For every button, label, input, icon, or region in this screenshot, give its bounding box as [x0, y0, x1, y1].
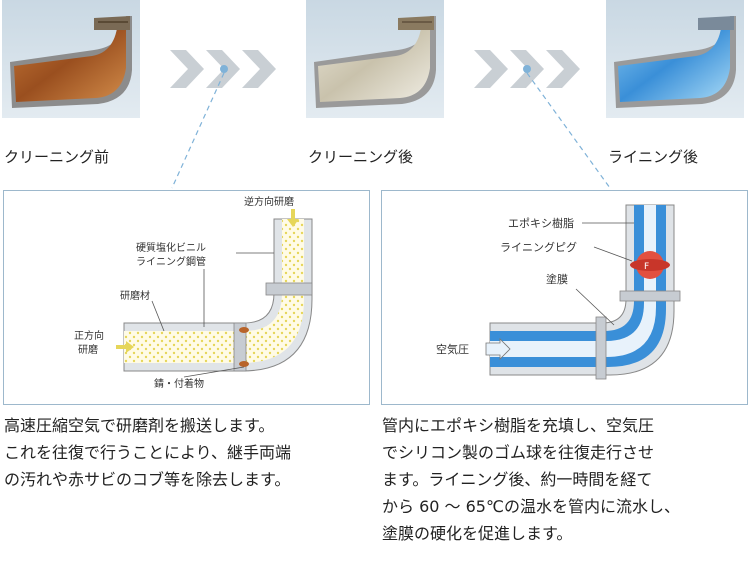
photo-after-lining	[606, 0, 744, 118]
lining-description-line: から 60 ～ 65℃の温水を管内に流水し、	[382, 497, 680, 516]
lining-description: 管内にエポキシ樹脂を充填し、空気圧 でシリコン製のゴム球を往復走行させ ます。ラ…	[382, 412, 680, 547]
label-lining-pig: ライニングピグ	[500, 240, 577, 254]
label-epoxy: エポキシ樹脂	[508, 216, 574, 230]
photo-after-cleaning	[306, 0, 444, 118]
label-air-pressure: 空気圧	[436, 342, 469, 356]
lining-description-line: 管内にエポキシ樹脂を充填し、空気圧	[382, 416, 655, 435]
lining-diagram-panel: F エポキシ樹脂 ライニングピグ 塗膜 空気圧	[381, 190, 748, 405]
cleaning-description-line: これを往復で行うことにより、継手両端	[4, 443, 292, 462]
label-rust: 錆・付着物	[154, 377, 204, 390]
label-coating: 塗膜	[546, 272, 568, 286]
label-pipe-type-2: ライニング鋼管	[136, 255, 206, 268]
stage-label-before: クリーニング前	[4, 148, 110, 166]
label-reverse-polish: 逆方向研磨	[244, 195, 294, 208]
cleaning-description: 高速圧縮空気で研磨剤を搬送します。 これを往復で行うことにより、継手両端 の汚れ…	[4, 412, 291, 493]
stage-label-after-cleaning: クリーニング後	[308, 148, 414, 166]
photo-before-cleaning	[2, 0, 140, 118]
connector-lines	[171, 65, 611, 189]
stage-label-after-lining: ライニング後	[608, 148, 699, 166]
cleaning-diagram: 逆方向研磨 硬質塩化ビニル ライニング鋼管 研磨材 正方向 研磨 錆・付着物	[74, 195, 313, 390]
label-abrasive: 研磨材	[120, 289, 150, 302]
label-forward-1: 正方向	[74, 329, 104, 342]
lining-description-line: 塗膜の硬化を促進します。	[382, 524, 573, 543]
cleaning-diagram-panel: 逆方向研磨 硬質塩化ビニル ライニング鋼管 研磨材 正方向 研磨 錆・付着物	[3, 190, 370, 405]
cleaning-description-line: 高速圧縮空気で研磨剤を搬送します。	[4, 416, 275, 435]
chevron-right-icon	[474, 50, 580, 88]
svg-text:F: F	[644, 262, 649, 272]
label-forward-2: 研磨	[78, 344, 98, 356]
label-pipe-type-1: 硬質塩化ビニル	[136, 241, 206, 254]
cleaning-description-line: の汚れや赤サビのコブ等を除去します。	[4, 470, 291, 489]
lining-description-line: でシリコン製のゴム球を往復走行させ	[382, 443, 655, 462]
lining-diagram: F エポキシ樹脂 ライニングピグ 塗膜 空気圧	[436, 204, 681, 380]
lining-description-line: ます。ライニング後、約一時間を経て	[382, 470, 653, 489]
chevron-right-icon	[170, 50, 276, 88]
